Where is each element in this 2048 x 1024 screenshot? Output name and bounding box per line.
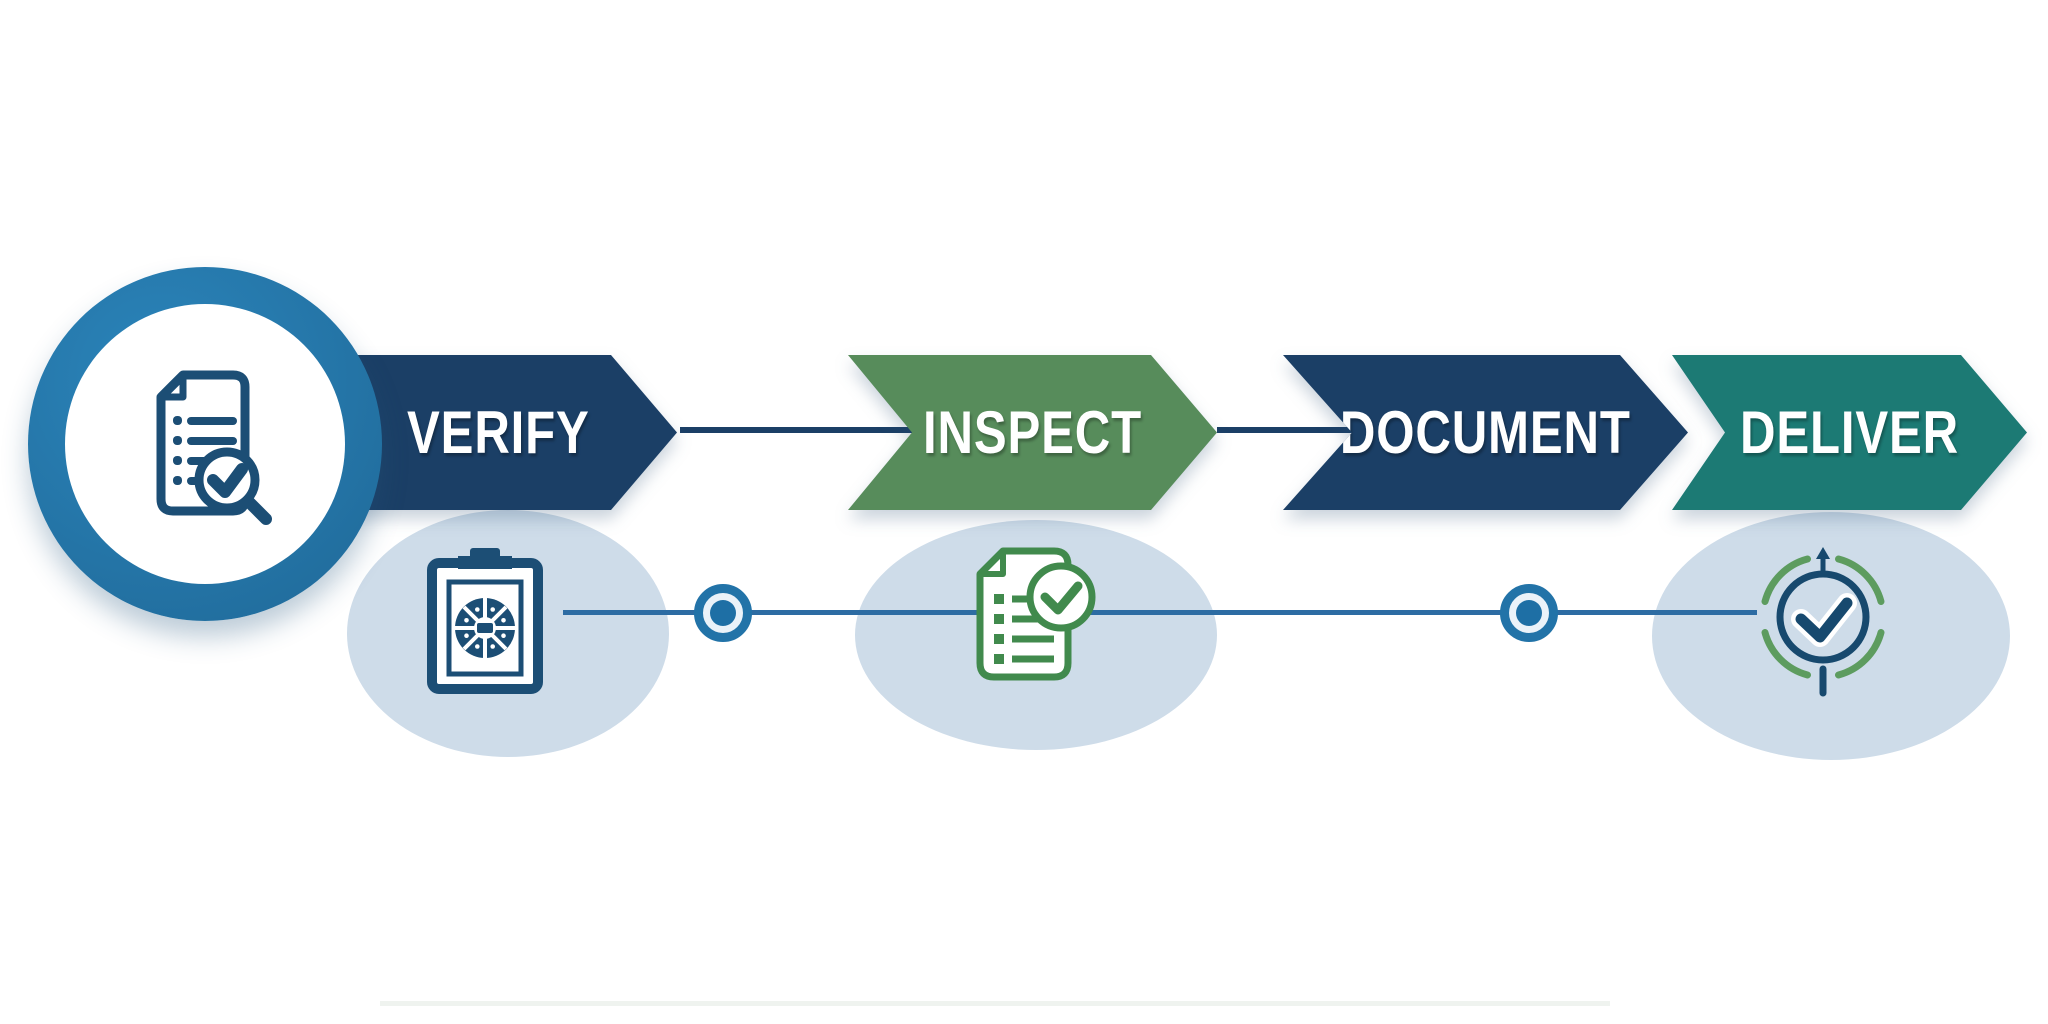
step-label-document: DOCUMENT bbox=[1340, 399, 1631, 466]
bottom-faint-line bbox=[380, 1001, 1610, 1006]
step-label-inspect: INSPECT bbox=[923, 399, 1142, 466]
chevron-document: DOCUMENT bbox=[1283, 355, 1688, 510]
document-magnifier-icon bbox=[156, 370, 272, 525]
step-label-deliver: DELIVER bbox=[1740, 399, 1959, 466]
timeline-node-1 bbox=[694, 584, 752, 642]
timeline-node-dot bbox=[1516, 600, 1542, 626]
clipboard-dial-icon bbox=[427, 548, 543, 694]
hero-circle bbox=[28, 267, 382, 621]
timeline-node-dot bbox=[710, 600, 736, 626]
connector-verify-inspect bbox=[680, 427, 912, 433]
chevron-deliver: DELIVER bbox=[1672, 355, 2027, 510]
hero-circle-inner bbox=[65, 304, 345, 584]
connector-inspect-document bbox=[1217, 427, 1353, 433]
chevron-inspect: INSPECT bbox=[848, 355, 1217, 510]
target-check-icon bbox=[1761, 547, 1885, 697]
document-check-icon bbox=[976, 547, 1096, 681]
timeline-node-2 bbox=[1500, 584, 1558, 642]
step-label-verify: VERIFY bbox=[407, 399, 590, 466]
chevron-verify: VERIFY bbox=[320, 355, 677, 510]
timeline-line bbox=[563, 610, 1757, 615]
